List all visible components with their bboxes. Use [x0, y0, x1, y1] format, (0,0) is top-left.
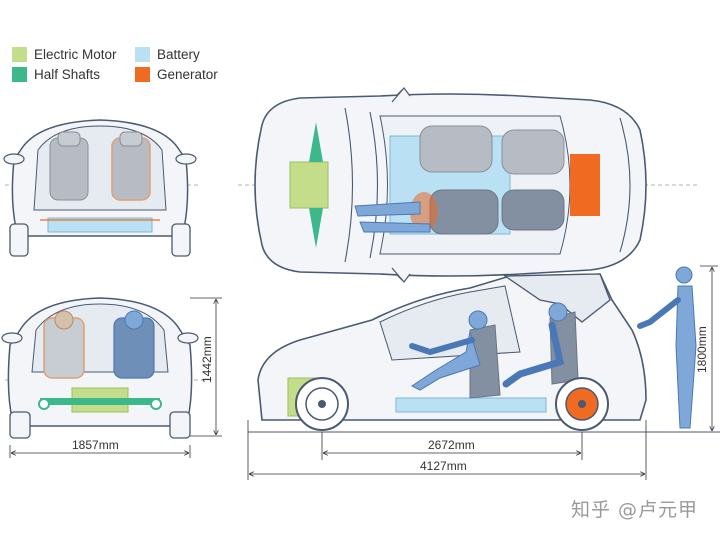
generator-swatch — [135, 67, 150, 82]
legend-label: Battery — [157, 47, 200, 62]
legend-label: Half Shafts — [34, 67, 101, 82]
person-height-label: 1800mm — [695, 326, 709, 373]
front-width-label: 1857mm — [72, 438, 119, 452]
electric-motor-swatch — [12, 47, 27, 62]
legend-battery: Battery — [135, 47, 200, 62]
side-view — [247, 265, 720, 480]
front-view-top — [3, 119, 200, 257]
legend-label: Electric Motor — [34, 47, 117, 62]
wheelbase-label: 2672mm — [428, 438, 475, 452]
legend-half-shafts: Half Shafts — [12, 67, 100, 82]
legend-generator: Generator — [135, 67, 218, 82]
legend-electric-motor: Electric Motor — [12, 47, 117, 62]
half-shafts-swatch — [12, 67, 27, 82]
legend-label: Generator — [157, 67, 218, 82]
watermark: 知乎 @卢元甲 — [570, 499, 698, 521]
battery-swatch — [135, 47, 150, 62]
length-label: 4127mm — [420, 459, 467, 473]
front-view-bottom — [1, 297, 222, 458]
top-view — [238, 87, 700, 283]
height-label: 1442mm — [200, 336, 214, 383]
